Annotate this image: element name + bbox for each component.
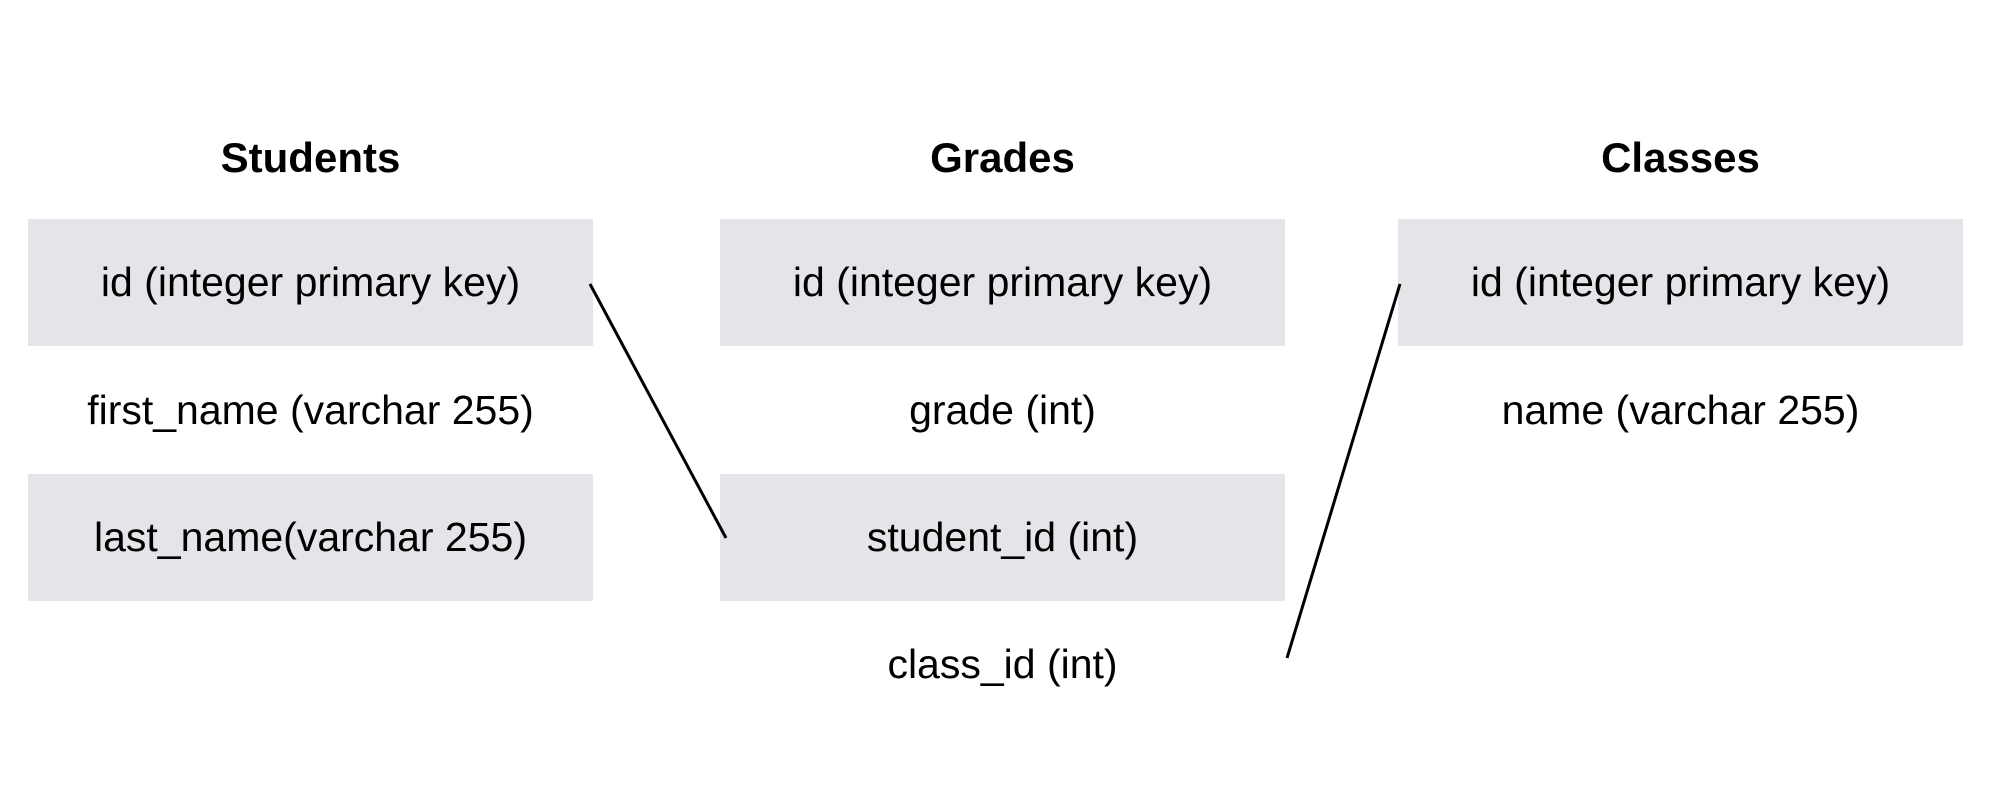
students-table-title: Students <box>220 134 401 181</box>
classes-field-id: id (integer primary key) <box>1398 219 1963 346</box>
grades-field-student-id: student_id (int) <box>720 474 1285 601</box>
classes-field-name: name (varchar 255) <box>1501 387 1860 433</box>
grades-field-id: id (integer primary key) <box>720 219 1285 346</box>
students-id-to-grades-student-id-link <box>588 283 728 539</box>
students-field-last-name: last_name(varchar 255) <box>28 474 593 601</box>
grades-field-class-id: class_id (int) <box>887 641 1118 687</box>
grades-table-title: Grades <box>930 134 1075 181</box>
grades-field-grade: grade (int) <box>909 387 1096 433</box>
classes-id-to-grades-class-id-link <box>1285 283 1402 659</box>
classes-table-title: Classes <box>1601 134 1760 181</box>
students-field-first-name: first_name (varchar 255) <box>87 387 534 433</box>
students-field-id: id (integer primary key) <box>28 219 593 346</box>
